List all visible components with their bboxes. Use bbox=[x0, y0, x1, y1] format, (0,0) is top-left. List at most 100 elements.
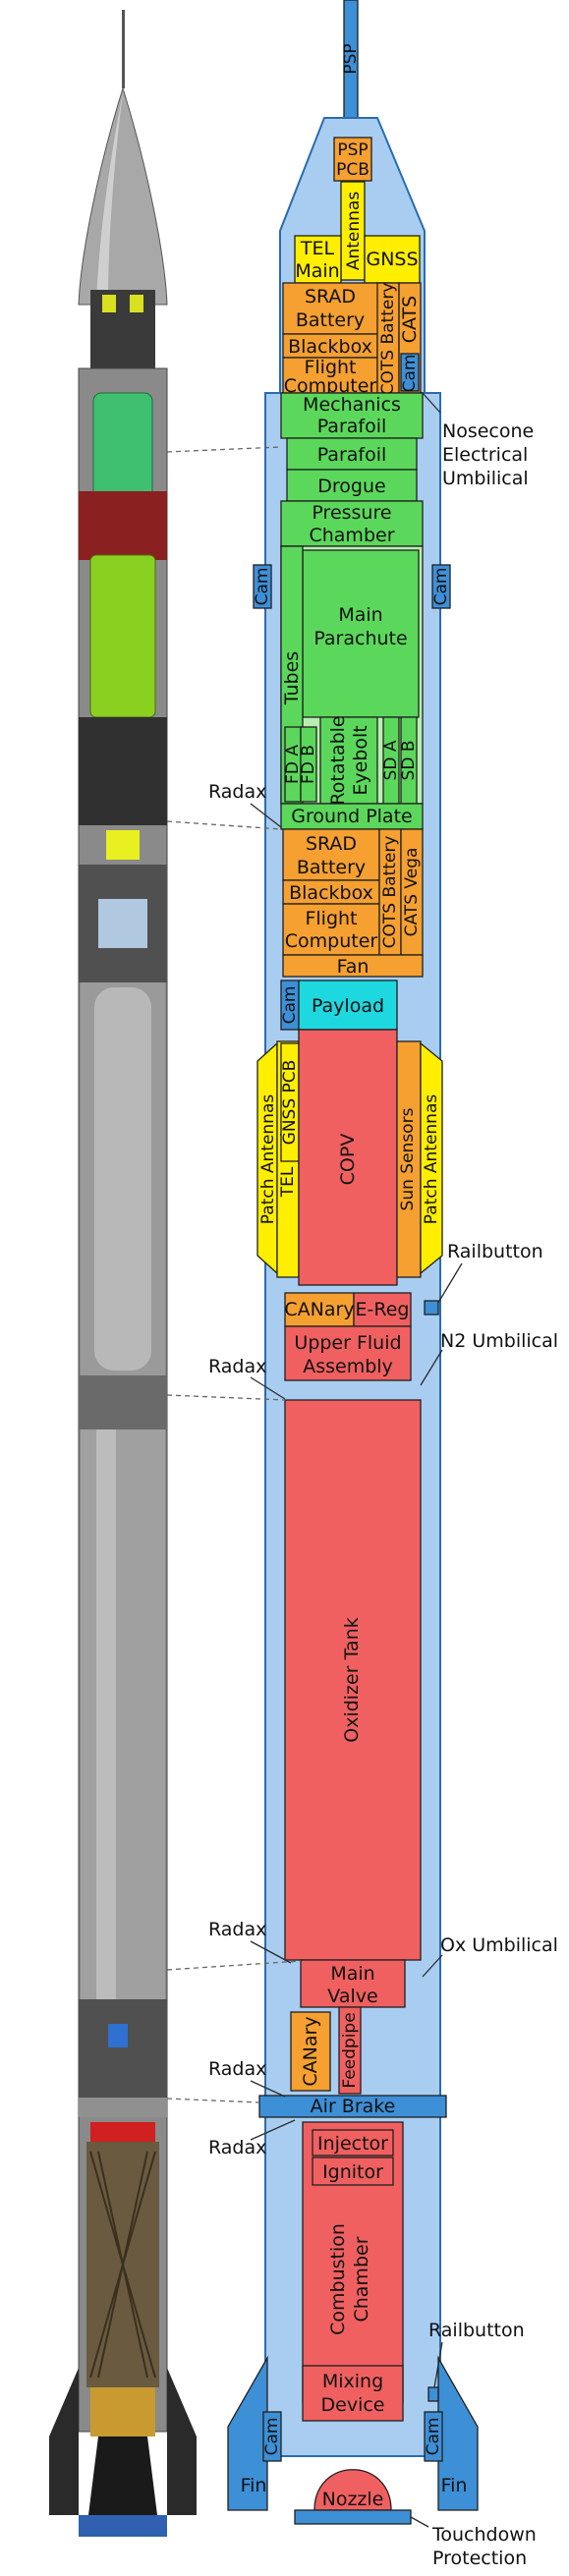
gnss-label: GNSS bbox=[366, 249, 418, 270]
main-valve-box bbox=[300, 1959, 406, 2008]
callout-nosecone-1: Nosecone bbox=[442, 420, 534, 442]
railbutton-lower-box bbox=[427, 2386, 439, 2402]
cad-parafoil-pack bbox=[92, 392, 153, 507]
main-parachute-box bbox=[302, 549, 420, 718]
cad-touchdown bbox=[79, 2515, 167, 2537]
cad-nosecone bbox=[78, 86, 168, 306]
tubes-label: Tubes bbox=[281, 651, 303, 705]
psp-pcb-label-1: PSP bbox=[337, 140, 368, 160]
cam-left-upper-box bbox=[253, 564, 272, 609]
patch-antennas-right-label: Patch Antennas bbox=[422, 1094, 441, 1225]
callout-leader-railbutton-lower bbox=[433, 2341, 443, 2388]
air-brake-label: Air Brake bbox=[311, 2096, 396, 2117]
e-reg-label: E-Reg bbox=[356, 1299, 410, 1320]
nozzle-box bbox=[313, 2469, 392, 2511]
pressure-chamber-label-2: Chamber bbox=[309, 525, 394, 546]
callout-leader-ox bbox=[422, 1954, 443, 1978]
mechanics-parafoil-label-2: Parafoil bbox=[317, 416, 387, 437]
gnss-box bbox=[364, 235, 421, 284]
callout-radax-1: Radax bbox=[208, 781, 266, 803]
cad-main-parachute-pack bbox=[89, 554, 156, 718]
callout-dash-radax-2 bbox=[166, 1394, 286, 1401]
canary-lower-label: CANary bbox=[300, 2016, 321, 2086]
fan-box bbox=[282, 954, 424, 978]
blackbox-label: Blackbox bbox=[288, 336, 372, 358]
srad-battery-2-label-1: SRAD bbox=[306, 833, 357, 855]
callout-leader-umbilical bbox=[422, 392, 441, 414]
callout-radax-5: Radax bbox=[208, 2137, 266, 2158]
cats-vega-label: CATS Vega bbox=[402, 848, 422, 937]
fan-label: Fan bbox=[337, 956, 370, 978]
rotatable-eyebolt-box bbox=[319, 716, 378, 805]
main-parachute-label-2: Parachute bbox=[313, 628, 407, 649]
cad-valve-section bbox=[79, 1999, 167, 2098]
callout-radax-4: Radax bbox=[208, 2058, 266, 2080]
railbutton-upper-box bbox=[424, 1300, 439, 1316]
srad-battery-label-1: SRAD bbox=[305, 286, 356, 308]
patch-antennas-right-box bbox=[420, 1041, 443, 1275]
payload-label: Payload bbox=[312, 995, 384, 1017]
fd-a-label: FD A bbox=[283, 745, 303, 784]
cam-right-lower-box bbox=[424, 2411, 443, 2462]
cam-right-upper-box bbox=[431, 564, 451, 609]
callout-leader-n2 bbox=[420, 1349, 443, 1386]
cad-nozzle bbox=[88, 2436, 157, 2515]
cam-left-lower-box bbox=[262, 2411, 282, 2462]
feedpipe-label: Feedpipe bbox=[340, 2012, 360, 2088]
e-reg-box bbox=[353, 1292, 412, 1327]
touchdown-strip bbox=[294, 2509, 412, 2525]
psp-pcb-label-2: PCB bbox=[336, 160, 370, 180]
ignitor-box bbox=[312, 2156, 394, 2186]
cad-fluid-assembly bbox=[79, 1375, 167, 1429]
combustion-chamber-label-1: Combustion bbox=[327, 2223, 349, 2335]
cots-battery-2-label: COTS Battery bbox=[380, 836, 400, 949]
cad-fin-left bbox=[49, 2368, 79, 2515]
cad-nose-electronics bbox=[90, 290, 155, 368]
callout-n2: N2 Umbilical bbox=[440, 1330, 558, 1352]
cam-left-upper-label: Cam bbox=[253, 568, 272, 606]
callout-railbutton-lower: Railbutton bbox=[428, 2320, 525, 2341]
cad-render bbox=[49, 10, 197, 2537]
cad-grain-pattern bbox=[89, 2151, 156, 2379]
oxidizer-tank-box bbox=[284, 1399, 422, 1961]
fd-b-label: FD B bbox=[299, 745, 318, 784]
gnss-pcb-label: GNSS PCB bbox=[280, 1060, 300, 1146]
cad-ox-tank-highlight bbox=[96, 1429, 116, 1999]
callout-railbutton-upper: Railbutton bbox=[447, 1241, 543, 1262]
callout-nosecone-2: Electrical bbox=[442, 444, 528, 466]
tel-main-box bbox=[294, 235, 342, 284]
injector-label: Injector bbox=[317, 2133, 388, 2155]
pressure-chamber-box bbox=[280, 500, 424, 547]
copv-label: COPV bbox=[337, 1134, 359, 1186]
cad-copv bbox=[94, 987, 151, 1371]
air-brake-box bbox=[258, 2095, 447, 2118]
cad-av-board bbox=[106, 830, 140, 860]
feedpipe-box bbox=[338, 2006, 362, 2095]
mechanics-parafoil-box bbox=[280, 392, 424, 439]
psp-pcb-box bbox=[333, 137, 372, 182]
cad-air-brake bbox=[79, 2098, 167, 2117]
flight-computer-box bbox=[282, 357, 378, 394]
canary-upper-label: CANary bbox=[284, 1299, 354, 1320]
antennas-top-box bbox=[340, 181, 366, 281]
canary-lower-box bbox=[290, 2011, 331, 2092]
ignitor-label: Ignitor bbox=[322, 2161, 383, 2183]
cad-board-2 bbox=[130, 295, 143, 312]
combustion-chamber-label-2: Chamber bbox=[351, 2236, 372, 2322]
callouts: Nosecone Electrical Umbilical Radax Rail… bbox=[166, 392, 558, 2569]
tel-main-label-1: TEL bbox=[300, 238, 335, 259]
blackbox-box bbox=[282, 333, 378, 359]
callout-leader-touchdown bbox=[410, 2516, 429, 2528]
patch-antennas-left-label: Patch Antennas bbox=[258, 1094, 278, 1225]
cad-red-section bbox=[79, 491, 167, 560]
rotatable-eyebolt-label-2: Eyebolt bbox=[350, 725, 371, 795]
callout-leader-radax-2 bbox=[250, 1376, 286, 1400]
cad-fin-right bbox=[167, 2368, 197, 2515]
nose-cam-box bbox=[400, 353, 420, 392]
srad-battery-label-2: Battery bbox=[296, 309, 365, 331]
cam-right-lower-label: Cam bbox=[424, 2418, 443, 2456]
callout-leader-radax-3 bbox=[250, 1940, 292, 1964]
nozzle-label: Nozzle bbox=[322, 2489, 384, 2510]
cad-nosecone-highlight bbox=[96, 93, 123, 305]
callout-leader-railbutton-upper bbox=[437, 1262, 463, 1304]
